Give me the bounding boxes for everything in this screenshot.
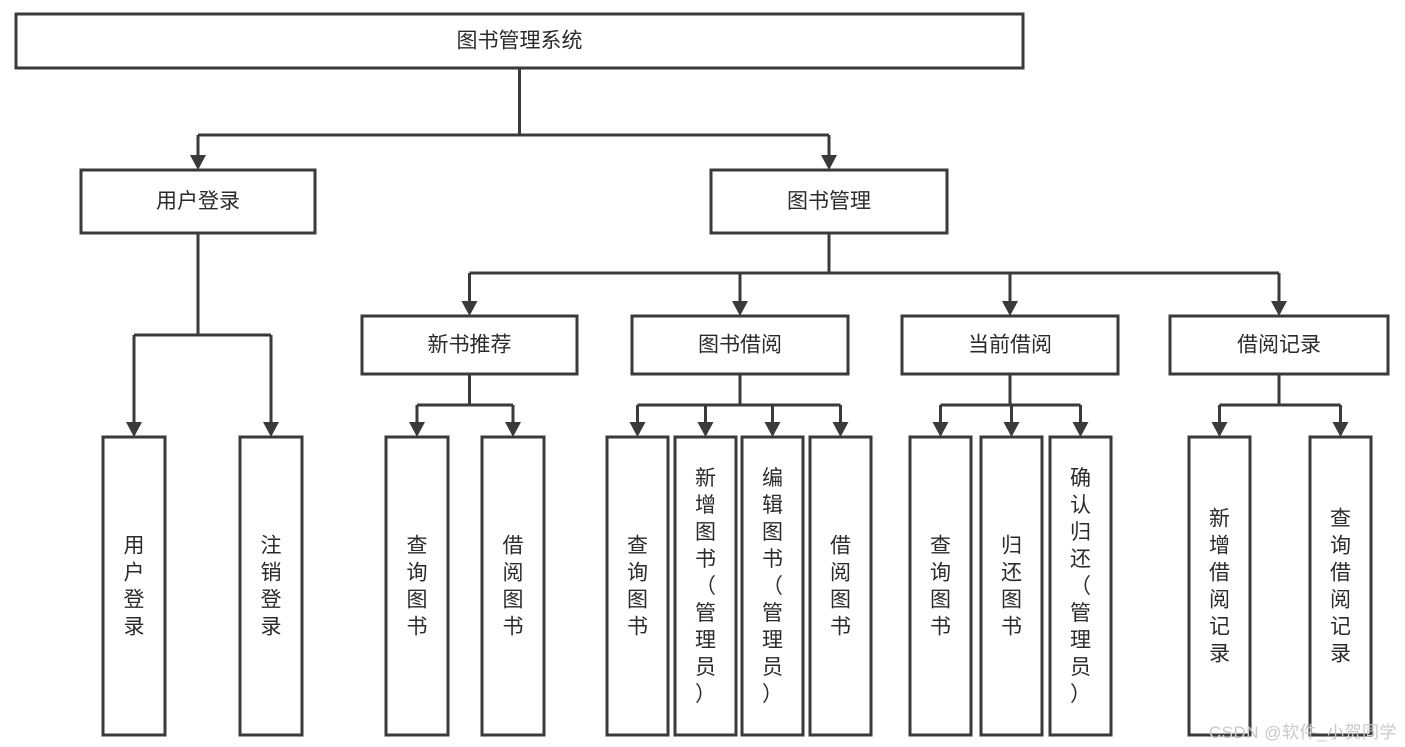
edge-group-login [126, 233, 279, 437]
node-newbook[interactable]: 新书推荐 [360, 314, 579, 376]
node-box[interactable] [1187, 435, 1252, 737]
node-box[interactable] [101, 435, 167, 737]
edge-layer [126, 68, 1349, 437]
arrow-head-icon [832, 422, 849, 437]
arrow-head-icon [1332, 422, 1349, 437]
node-c3[interactable]: 确认归还（管理员） [1048, 435, 1113, 737]
node-label: 用户登录 [156, 190, 240, 213]
node-l1[interactable]: 用户登录 [101, 435, 167, 737]
node-l2[interactable]: 注销登录 [238, 435, 304, 737]
arrow-head-icon [697, 422, 714, 437]
node-label: 注销登录 [261, 535, 282, 639]
node-label: 借阅图书 [830, 535, 851, 639]
node-box[interactable] [360, 314, 579, 376]
node-box[interactable] [979, 435, 1044, 737]
node-box[interactable] [709, 168, 949, 235]
node-box[interactable] [384, 435, 450, 737]
arrow-head-icon [1211, 422, 1228, 437]
node-b3[interactable]: 编辑图书（管理员） [740, 435, 805, 737]
arrow-head-icon [1003, 422, 1020, 437]
node-box[interactable] [808, 435, 873, 737]
arrow-head-icon [1002, 301, 1018, 316]
node-label: 图书管理 [787, 190, 871, 213]
node-label: 借阅记录 [1237, 334, 1321, 357]
node-label: 图书管理系统 [457, 30, 583, 53]
arrow-head-icon [764, 422, 781, 437]
node-label: 编辑图书（管理员） [762, 467, 783, 706]
node-label: 新增借阅记录 [1209, 508, 1230, 666]
node-label: 查询图书 [407, 535, 428, 639]
node-bookmgmt[interactable]: 图书管理 [709, 168, 949, 235]
arrow-head-icon [263, 422, 279, 437]
node-box[interactable] [1308, 435, 1373, 737]
watermark: CSDN @软件_小贺同学 [1208, 723, 1397, 742]
edge-group-records [1211, 374, 1349, 437]
node-label: 图书借阅 [698, 334, 782, 357]
node-label: 当前借阅 [968, 334, 1052, 357]
node-box[interactable] [673, 435, 738, 737]
node-label: 用户登录 [124, 535, 145, 639]
edge-group-borrow [629, 374, 849, 437]
node-label: 查询借阅记录 [1330, 508, 1351, 666]
node-n2[interactable]: 借阅图书 [480, 435, 546, 737]
node-label: 新增图书（管理员） [695, 467, 716, 706]
node-n1[interactable]: 查询图书 [384, 435, 450, 737]
node-login[interactable]: 用户登录 [79, 168, 317, 235]
arrow-head-icon [505, 422, 521, 437]
node-label: 确认归还（管理员） [1070, 467, 1091, 706]
node-c2[interactable]: 归还图书 [979, 435, 1044, 737]
node-root[interactable]: 图书管理系统 [14, 12, 1025, 70]
arrow-head-icon [190, 155, 206, 170]
node-current[interactable]: 当前借阅 [900, 314, 1120, 376]
node-box[interactable] [900, 314, 1120, 376]
arrow-head-icon [732, 301, 748, 316]
node-r1[interactable]: 新增借阅记录 [1187, 435, 1252, 737]
node-borrow[interactable]: 图书借阅 [630, 314, 850, 376]
node-layer: 图书管理系统用户登录图书管理新书推荐图书借阅当前借阅借阅记录用户登录注销登录查询… [14, 12, 1390, 737]
arrow-head-icon [821, 155, 837, 170]
node-b2[interactable]: 新增图书（管理员） [673, 435, 738, 737]
arrow-head-icon [1072, 422, 1089, 437]
arrow-head-icon [461, 301, 478, 316]
node-box[interactable] [605, 435, 670, 737]
edge-group-root [190, 68, 837, 170]
node-label: 借阅图书 [503, 535, 524, 639]
node-box[interactable] [14, 12, 1025, 70]
node-r2[interactable]: 查询借阅记录 [1308, 435, 1373, 737]
edge-group-current [932, 374, 1089, 437]
node-label: 查询图书 [930, 535, 951, 639]
arrow-head-icon [409, 422, 425, 437]
node-c1[interactable]: 查询图书 [908, 435, 973, 737]
node-b1[interactable]: 查询图书 [605, 435, 670, 737]
node-box[interactable] [740, 435, 805, 737]
arrow-head-icon [126, 422, 142, 437]
arrow-head-icon [1271, 301, 1287, 316]
arrow-head-icon [629, 422, 646, 437]
arrow-head-icon [932, 422, 949, 437]
node-box[interactable] [480, 435, 546, 737]
edge-group-newbook [409, 374, 521, 437]
node-box[interactable] [1168, 314, 1390, 376]
node-box[interactable] [1048, 435, 1113, 737]
node-box[interactable] [79, 168, 317, 235]
node-box[interactable] [238, 435, 304, 737]
node-label: 查询图书 [627, 535, 648, 639]
node-records[interactable]: 借阅记录 [1168, 314, 1390, 376]
node-label: 归还图书 [1001, 535, 1022, 639]
node-box[interactable] [908, 435, 973, 737]
node-b4[interactable]: 借阅图书 [808, 435, 873, 737]
node-label: 新书推荐 [428, 334, 512, 357]
node-box[interactable] [630, 314, 850, 376]
edge-group-bookmgmt [461, 233, 1287, 316]
